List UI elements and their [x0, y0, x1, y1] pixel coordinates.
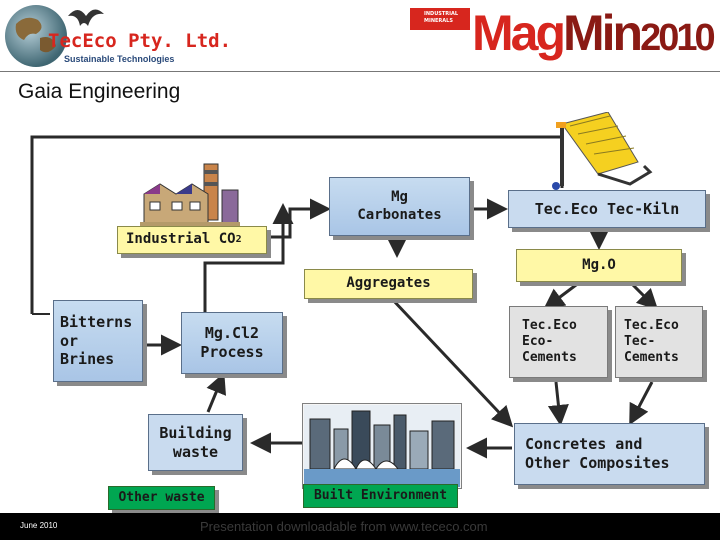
- download-note: Presentation downloadable from www.tecec…: [200, 519, 488, 534]
- co2-to-carbonates: [267, 198, 331, 239]
- page-title: Gaia Engineering: [18, 80, 181, 103]
- built-environment-label: Built Environment: [303, 484, 458, 508]
- mgo-to-teccements: [628, 280, 659, 311]
- building-waste-node: Building waste: [148, 414, 243, 471]
- industrial-co2-sub: 2: [235, 233, 242, 245]
- header-divider: [0, 71, 720, 72]
- im-badge-text: INDUSTRIAL MINERALS: [424, 11, 459, 24]
- other-waste-node: Other waste: [108, 486, 215, 510]
- aggregates-node: Aggregates: [304, 269, 473, 299]
- mgcl2-node: Mg.Cl2 Process: [181, 312, 283, 374]
- footer-bar: [0, 513, 720, 540]
- tec-kiln-node: Tec.Eco Tec-Kiln: [508, 190, 706, 228]
- mgcl2-to-carbonates: [203, 203, 294, 312]
- footer-date: June 2010: [20, 521, 58, 530]
- city-skyline-icon: [304, 405, 460, 487]
- mgo-node: Mg.O: [516, 249, 682, 282]
- concretes-node: Concretes and Other Composites: [514, 423, 705, 485]
- globe-icon: [5, 5, 67, 67]
- teccements-to-concretes: [629, 381, 654, 426]
- industrial-co2-label: Industrial CO: [126, 231, 236, 248]
- magmin-mag: Mag: [472, 5, 566, 61]
- bird-icon: [68, 9, 104, 27]
- company-name: TecEco Pty. Ltd.: [48, 30, 232, 52]
- factory-icon: [140, 163, 240, 228]
- waste-to-mgcl2: [206, 372, 226, 413]
- mg-carbonates-node: Mg Carbonates: [329, 177, 470, 236]
- im-badge: INDUSTRIAL MINERALS: [410, 8, 470, 30]
- magmin-min: Min: [563, 5, 643, 61]
- tececo-logo: TecEco Pty. Ltd. Sustainable Technologie…: [0, 0, 231, 70]
- mgo-to-ecocements: [543, 280, 581, 310]
- company-tagline: Sustainable Technologies: [64, 54, 175, 64]
- magmin-wordmark: MagMin2010: [472, 4, 716, 62]
- kiln-icon: [552, 112, 653, 190]
- built-environment-node: [302, 403, 462, 489]
- tec-cements-node: Tec.Eco Tec- Cements: [615, 306, 703, 378]
- loop-line: [30, 135, 564, 314]
- aggregates-to-concretes: [390, 297, 514, 428]
- bitterns-node: Bitterns or Brines: [53, 300, 143, 382]
- eco-cements-node: Tec.Eco Eco- Cements: [509, 306, 608, 378]
- ecocements-to-concretes: [547, 381, 569, 426]
- magmin-year: 2010: [640, 17, 716, 59]
- magmin-logo: INDUSTRIAL MINERALS MagMin2010: [408, 2, 718, 66]
